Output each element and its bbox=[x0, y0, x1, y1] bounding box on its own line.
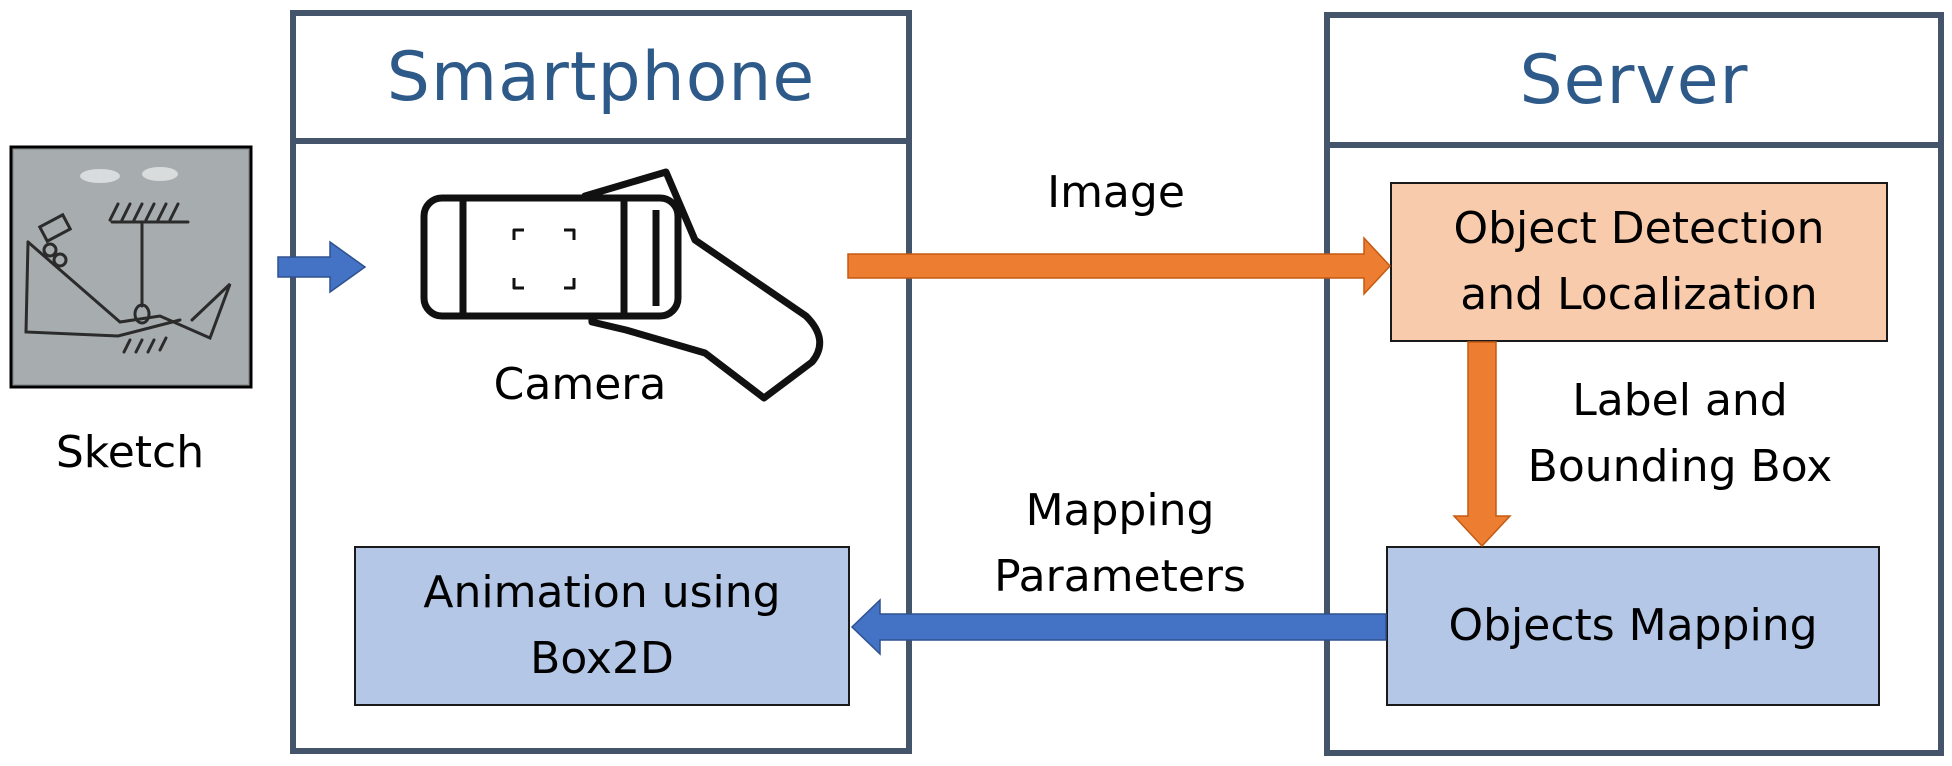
object-detection-node: Object Detection and Localization bbox=[1390, 182, 1888, 342]
image-label: Image bbox=[1047, 167, 1185, 218]
arrow-image-to-detection bbox=[847, 236, 1392, 296]
arrow-detection-to-mapping bbox=[1452, 341, 1512, 548]
mapping-params-label: Mapping Parameters bbox=[994, 485, 1246, 602]
sketch-label: Sketch bbox=[55, 427, 205, 478]
server-title: Server bbox=[1324, 12, 1944, 148]
arrow-sketch-to-camera bbox=[277, 240, 367, 294]
smartphone-camera-in-hand-icon bbox=[420, 168, 824, 402]
sketch-photo-icon bbox=[9, 145, 253, 389]
objects-mapping-node: Objects Mapping bbox=[1386, 546, 1880, 706]
animation-node: Animation using Box2D bbox=[354, 546, 850, 706]
arrow-mapping-to-animation bbox=[850, 598, 1387, 656]
smartphone-title: Smartphone bbox=[290, 10, 912, 144]
label-bbox-label: Label and Bounding Box bbox=[1527, 375, 1833, 492]
camera-label: Camera bbox=[493, 359, 667, 410]
